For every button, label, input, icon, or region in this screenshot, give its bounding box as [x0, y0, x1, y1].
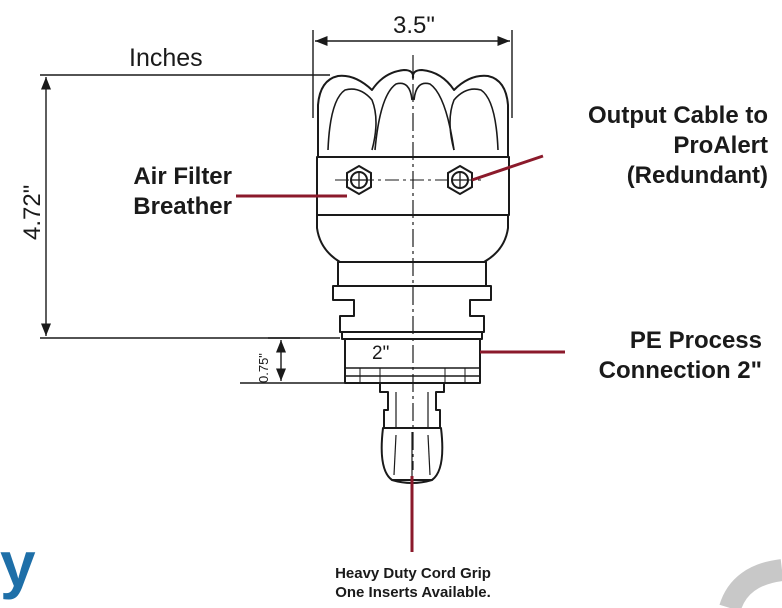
sensor-neck [337, 261, 487, 287]
height-dimension-label: 4.72" [19, 184, 46, 240]
cord-grip-line1: Heavy Duty Cord Grip [335, 565, 491, 582]
air-filter-line2: Breather [133, 193, 232, 220]
sensor-body [316, 69, 510, 484]
output-cable-leader [471, 154, 544, 182]
air-filter-callout: Air Filter Breather [106, 162, 232, 222]
output-cable-callout: Output Cable to ProAlert (Redundant) [546, 101, 768, 191]
output-cable-line3: (Redundant) [626, 162, 768, 189]
sensor-flange [332, 285, 492, 333]
output-cable-line1: Output Cable to [588, 102, 768, 129]
thread-height-label: 0.75" [256, 353, 271, 383]
pe-process-line2: Connection 2" [598, 357, 762, 384]
air-filter-fitting [346, 164, 372, 196]
cord-grip-line2: One Inserts Available. [335, 584, 491, 601]
width-dimension-label: 3.5" [393, 12, 435, 39]
air-filter-line1: Air Filter [133, 163, 232, 190]
width-dimension [312, 30, 513, 118]
pe-process-line1: PE Process [629, 327, 762, 354]
logo-fragment-left: y [0, 528, 36, 600]
unit-label: Inches [129, 44, 203, 72]
leader-lines [236, 154, 565, 552]
cord-grip-callout: Heavy Duty Cord Grip One Inserts Availab… [300, 564, 526, 602]
thread-size-label: 2" [370, 343, 392, 364]
cord-grip-nut [379, 382, 445, 429]
pe-process-callout: PE Process Connection 2" [570, 326, 762, 386]
logo-fragment-right [719, 559, 782, 608]
output-cable-line2: ProAlert [673, 132, 768, 159]
thread-height-dimension [240, 337, 345, 384]
